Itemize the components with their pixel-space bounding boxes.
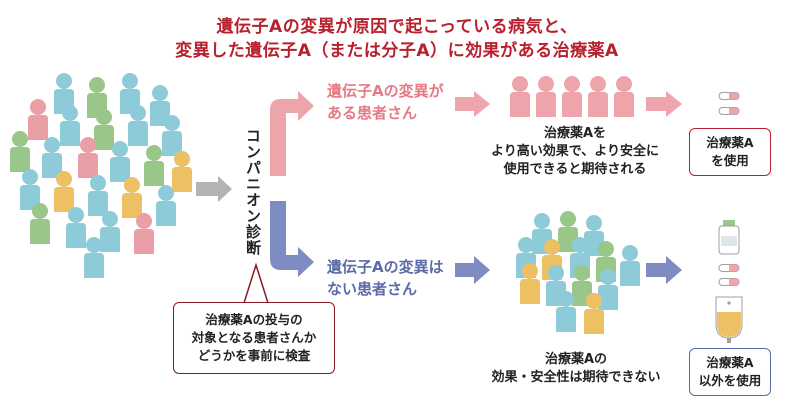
callout-line-2: 対象となる患者さんか — [191, 330, 317, 345]
upper-caption: 治療薬Aを より高い効果で、より安全に 使用できると期待される — [480, 125, 670, 179]
lower-result-line-1: 治療薬A — [706, 355, 754, 370]
lower-branch-path — [270, 201, 314, 277]
diagram-title-line1: 遺伝子Aの変異が原因で起こっている病気と、 — [216, 17, 578, 37]
callout-line-1: 治療薬Aの投与の — [205, 312, 303, 327]
mutation-group-line-1: 遺伝子Aの変異が — [327, 82, 444, 100]
medicine-bottle-icon — [718, 220, 740, 255]
upper-result-box: 治療薬A を使用 — [689, 128, 771, 176]
person-icon — [144, 145, 164, 186]
person-icon — [156, 185, 176, 226]
no-mutation-group-line-2: ない患者さん — [327, 280, 418, 298]
lower-arrow-2 — [646, 256, 682, 284]
upper-result-line-1: 治療薬A — [706, 135, 754, 150]
person-icon — [84, 237, 104, 278]
diagram-title-line2: 変異した遺伝子A（または分子A）に効果がある治療薬A — [175, 41, 619, 61]
no-mutation-group-line-1: 遺伝子Aの変異は — [327, 258, 444, 276]
upper-branch-path — [270, 91, 314, 176]
callout-line-3: どうかを事前に検査 — [197, 348, 311, 363]
person-icon — [28, 99, 48, 140]
person-icon — [562, 76, 582, 117]
upper-arrow-2 — [646, 91, 682, 117]
person-icon — [584, 293, 604, 334]
capsule-icon — [718, 107, 740, 115]
lower-caption-line-2: 効果・安全性は期待できない — [491, 370, 661, 385]
upper-arrow-1 — [455, 91, 490, 117]
person-icon — [510, 76, 530, 117]
lower-result-box: 治療薬A 以外を使用 — [689, 348, 771, 396]
person-icon — [100, 211, 120, 252]
person-icon — [172, 151, 192, 192]
non-mutation-patients — [516, 211, 640, 334]
mutation-group-line-2: ある患者さん — [327, 104, 418, 122]
lower-caption-line-1: 治療薬Aの — [544, 352, 608, 367]
person-icon — [54, 171, 74, 212]
upper-capsules — [718, 92, 740, 115]
person-icon — [94, 109, 114, 150]
person-icon — [620, 245, 640, 286]
upper-result-line-2: を使用 — [711, 153, 749, 168]
person-icon — [162, 115, 182, 156]
diagnosis-callout-box: 治療薬Aの投与の 対象となる患者さんか どうかを事前に検査 — [173, 302, 335, 374]
arrow-to-diagnosis — [196, 176, 232, 202]
person-icon — [60, 105, 80, 146]
person-icon — [536, 76, 556, 117]
iv-bag-icon — [715, 296, 743, 343]
person-icon — [520, 263, 540, 304]
person-icon — [42, 137, 62, 178]
companion-diagnosis-label: コンパニオン診断 — [244, 128, 262, 256]
upper-caption-line-3: 使用できると期待される — [503, 162, 647, 177]
upper-caption-line-1: 治療薬Aを — [543, 126, 607, 141]
person-icon — [588, 76, 608, 117]
person-icon — [128, 105, 148, 146]
lower-arrow-1 — [455, 256, 490, 284]
person-icon — [10, 131, 30, 172]
patient-crowd — [10, 73, 192, 278]
person-icon — [66, 207, 86, 248]
person-icon — [614, 76, 634, 117]
no-mutation-group-label: 遺伝子Aの変異は ない患者さん — [327, 256, 444, 300]
mutation-patients — [510, 76, 634, 117]
person-icon — [78, 137, 98, 178]
mutation-group-label: 遺伝子Aの変異が ある患者さん — [327, 80, 444, 124]
person-icon — [556, 291, 576, 332]
person-icon — [110, 141, 130, 182]
lower-caption: 治療薬Aの 効果・安全性は期待できない — [478, 351, 674, 387]
person-icon — [30, 203, 50, 244]
lower-capsules — [718, 264, 740, 286]
capsule-icon — [718, 264, 740, 272]
lower-result-line-2: 以外を使用 — [698, 373, 762, 388]
callout-pointer — [242, 262, 270, 304]
capsule-icon — [718, 92, 740, 100]
person-icon — [88, 175, 108, 216]
person-icon — [134, 213, 154, 254]
upper-caption-line-2: より高い効果で、より安全に — [491, 144, 659, 159]
person-icon — [122, 177, 142, 218]
capsule-icon — [718, 278, 740, 286]
